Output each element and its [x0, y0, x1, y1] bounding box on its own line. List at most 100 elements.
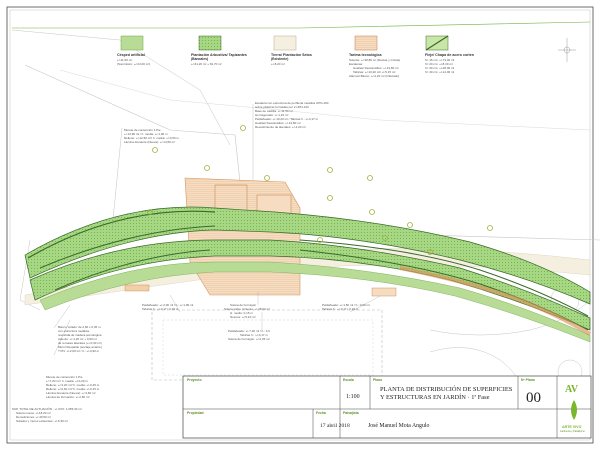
legend-line-3-1: Escaleras: [349, 62, 363, 66]
legend-line-4-2: h= 30 cm: +/-28,00 ml [425, 66, 455, 70]
svg-text:Relleno: +/-0,60 m³/ h. media:: Relleno: +/-0,60 m³/ h. media: +/-0,15 m [46, 387, 100, 391]
deck-edge-curve [399, 266, 592, 336]
legend-line-1-0: +/-61,20 m² + 81,70 m² [191, 62, 222, 66]
svg-text:sobre pilastras formadas por 2: sobre pilastras formadas por 2 UPN-120 [255, 105, 309, 109]
svg-text:Banco 'volado' de 2,60 x 0,45: Banco 'volado' de 2,60 x 0,45 m. [58, 325, 102, 329]
legend-sub-2: (Existente) [271, 57, 288, 61]
svg-text:Solera de hormigón: +/-2,35 m²: Solera de hormigón: +/-2,35 m² [228, 337, 270, 341]
svg-text:Muro/ Respaldo (anclaje amarre: Muro/ Respaldo (anclaje amarre) [58, 345, 102, 349]
legend-swatch-deck [354, 35, 378, 51]
legend-line-4-0: h= 15 cm: +/-73,40 ml [425, 58, 455, 62]
svg-text:Peldañeado: +/-1,50 ml / h.: 0: Peldañeado: +/-1,50 ml / h.: 0,90 ml [322, 303, 370, 307]
svg-text:de remates laterales (+/-0,30: de remates laterales (+/-0,30 m²) [58, 341, 102, 345]
svg-text:+/-14,90 ml / h. media: +/-1,0: +/-14,90 ml / h. media: +/-1,00 m [124, 132, 168, 136]
svg-text:Huellas/ Descansillos: +/-13,8: Huellas/ Descansillos: +/-13,80 m² [255, 121, 301, 125]
title-block: Proyecto Escala 1:100 Plano PLANTA DE DI… [182, 375, 592, 439]
svg-text:Base de castilla: +/-11,50 m²: Base de castilla: +/-11,50 m² [255, 109, 293, 113]
svg-text:Lámina de formación: +/-2,50 m: Lámina de formación: +/-2,50 m² [46, 395, 89, 399]
plano-title-1: PLANTA DE DISTRIBUCIÓN DE SUPERFICIES [380, 385, 513, 393]
svg-text:Nuevos: +/-5,10 m²: Nuevos: +/-5,10 m² [230, 315, 256, 319]
svg-text:Peldañeado: +/-10,20 ml / Tabi: Peldañeado: +/-10,20 ml / Tabicas h.: +/… [255, 117, 319, 121]
lower-structure-inner [162, 319, 374, 376]
svg-text:Solera nueva: +/-18,20 m²: Solera nueva: +/-18,20 m² [16, 411, 51, 415]
legend-line-0-1: (Suministro: +/-24,00 m²) [117, 62, 150, 66]
top-survey-line-2 [11, 29, 231, 146]
top-survey-line [12, 21, 591, 29]
value-num-plano: 00 [526, 390, 541, 406]
annotation-solera: Solera de hormigón Solera sobre cimiento… [224, 303, 270, 319]
legend-line-4-3: h= 40 cm: +/-14,00 ml [425, 70, 455, 74]
label-plano: Plano [373, 378, 382, 382]
svg-text:Tabicas h.: +/-0,17 / 0,18 m: Tabicas h.: +/-0,17 / 0,18 m [142, 307, 179, 311]
legend-line-3-2: Huellas/ Descansillos: +/-13,80 m² [353, 66, 399, 70]
annotation-escalera: Escalera con estructura de perfilería me… [255, 101, 329, 129]
corten-line-3 [299, 239, 589, 317]
steps-right [371, 287, 397, 297]
svg-text:Hormigonado: +/-1,23 m²: Hormigonado: +/-1,23 m² [255, 113, 288, 117]
annotation-peldaneado-2: Peldañeado: +/-1,50 ml / h.: 0,90 ml Tab… [322, 303, 370, 311]
svg-text:Tabicas h.: +/-0,17 m: Tabicas h.: +/-0,17 m [240, 333, 268, 337]
value-fecha: 17 abril 2018 [320, 423, 350, 429]
svg-text:Solados y muros existentes: +/: Solados y muros existentes: +/-6,30 m² [16, 419, 68, 423]
building-outline-2 [59, 69, 591, 131]
legend-sub-1: (Bancales) [191, 57, 208, 61]
legend-line-3-0: Soleras: +/-38,80 m² (Rectas y mixtas) [349, 58, 400, 62]
legend: Césped artificial +/-11,50 m² (Suministr… [117, 35, 474, 78]
svg-text:Lámina drenante (Nueva): +/-14: Lámina drenante (Nueva): +/-14,50 m² [124, 140, 175, 144]
value-paisajista: José Manuel Mota Angulo [368, 423, 429, 429]
bench [124, 284, 150, 292]
leaf-icon [571, 400, 577, 420]
label-fecha: Fecha [316, 411, 326, 415]
legend-line-3-3: Tabicas: +/-10,20 ml/ +/-5,15 m² [353, 70, 395, 74]
label-proyecto: Proyecto [187, 378, 202, 382]
svg-text:con estructura metálica: con estructura metálica [58, 329, 89, 333]
legend-line-4-1: h= 20 cm: +/-8,30 ml [425, 62, 453, 66]
svg-text:+/-7,20 ml / h. media: +/-0,20: +/-7,20 ml / h. media: +/-0,20 m [46, 379, 88, 383]
label-num-plano: Nº Plano [521, 378, 535, 382]
tree-symbols [147, 125, 493, 255]
legend-name-1: Plantación Arbustiva/ Tapizantes [191, 53, 247, 57]
plano-title-2: Y ESTRUCTURAS EN JARDÍN · 1ª Fase [380, 393, 490, 401]
annotation-murete-1: Murete de contención 1 Pie +/-14,90 ml /… [124, 128, 179, 144]
label-escala: Escala [343, 378, 354, 382]
annotation-sup-total: SUP. TOTAL DE ACTUACIÓN : +/-XXX: 1.055,… [12, 406, 82, 423]
annotation-peldaneado-3: Peldañeado: +/-7,20 ml / h.: 4,6 Tabicas… [228, 329, 270, 341]
svg-text:Asiento: +/-1,20 m² + 0,50 ml: Asiento: +/-1,20 m² + 0,50 ml [58, 337, 97, 341]
label-paisajista: Paisajista [343, 411, 359, 415]
svg-text:Solera sobre cimiento: +/-28,0: Solera sobre cimiento: +/-28,00 m² [224, 307, 270, 311]
svg-text:Lámina drenante (Nueva): +/-3,: Lámina drenante (Nueva): +/-3,60 m² [46, 391, 95, 395]
legend-line-3-4: Alamos/ Banco: +/-2,20 m² (Ofertado) [349, 74, 399, 78]
svg-text:AV: AV [565, 384, 579, 395]
legend-name-3: Tarima tecnológica [349, 53, 382, 57]
corten-line-2 [39, 225, 216, 269]
annotation-murete-2: Murete de contención 1 Pie +/-7,20 ml / … [46, 375, 100, 399]
legend-line-2-0: +/-8,20 m² [271, 62, 285, 66]
svg-text:Peldañeado: +/-2,00 ml / h.: +: Peldañeado: +/-2,00 ml / h.: +/-1,90 ml [142, 303, 194, 307]
svg-text:Revestimiento de laterales: +/: Revestimiento de laterales: +/-2,20 m² [255, 125, 306, 129]
arte-vivo-logo: AV ARTE VIVO Jardinería y Paisajismo [560, 384, 585, 433]
drawing-frame [6, 6, 594, 444]
leader-lines [53, 104, 381, 356]
building-outline [24, 64, 600, 241]
svg-text:SUP. TOTAL DE ACTUACIÓN : +/-X: SUP. TOTAL DE ACTUACIÓN : +/-XXX: 1.055,… [12, 406, 82, 411]
grass-strip [39, 261, 591, 343]
svg-text:Relleno: +/-12,50 m³/ h. media: Relleno: +/-12,50 m³/ h. media: +/-0,50 … [124, 136, 179, 140]
annotation-banco: Banco 'volado' de 2,60 x 0,45 m. con est… [58, 325, 102, 353]
legend-line-0-0: +/-11,50 m² [117, 58, 132, 62]
corten-line-1 [27, 210, 216, 259]
svg-text:H. medio: 0,15 m: H. medio: 0,15 m [230, 311, 253, 315]
label-propiedad: Propiedad [187, 411, 204, 415]
legend-name-0: Césped artificial [117, 53, 145, 57]
legend-swatch-soil [273, 35, 297, 51]
svg-text:Relleno: +/-3,20 m³/ h. media:: Relleno: +/-3,20 m³/ h. media: +/-0,45 m [46, 383, 100, 387]
svg-text:Jardinería y Paisajismo: Jardinería y Paisajismo [560, 430, 585, 433]
svg-text:revestida de madera tecnológic: revestida de madera tecnológica [58, 333, 102, 337]
legend-swatch-grass [120, 35, 144, 51]
annotation-peldaneado-1: Peldañeado: +/-2,00 ml / h.: +/-1,90 ml … [142, 303, 194, 311]
legend-swatch-planting [198, 35, 222, 51]
svg-text:Peldañeado: +/-7,20 ml / h.: 4: Peldañeado: +/-7,20 ml / h.: 4,6 [228, 329, 270, 333]
svg-text:Demoliciones: +/-40,50 m²: Demoliciones: +/-40,50 m² [16, 415, 51, 419]
svg-text:Tabicas h.: +/-0,17 / 0,18 m: Tabicas h.: +/-0,17 / 0,18 m [322, 307, 359, 311]
svg-text:Escalera con estructura de per: Escalera con estructura de perfilería me… [255, 101, 329, 105]
